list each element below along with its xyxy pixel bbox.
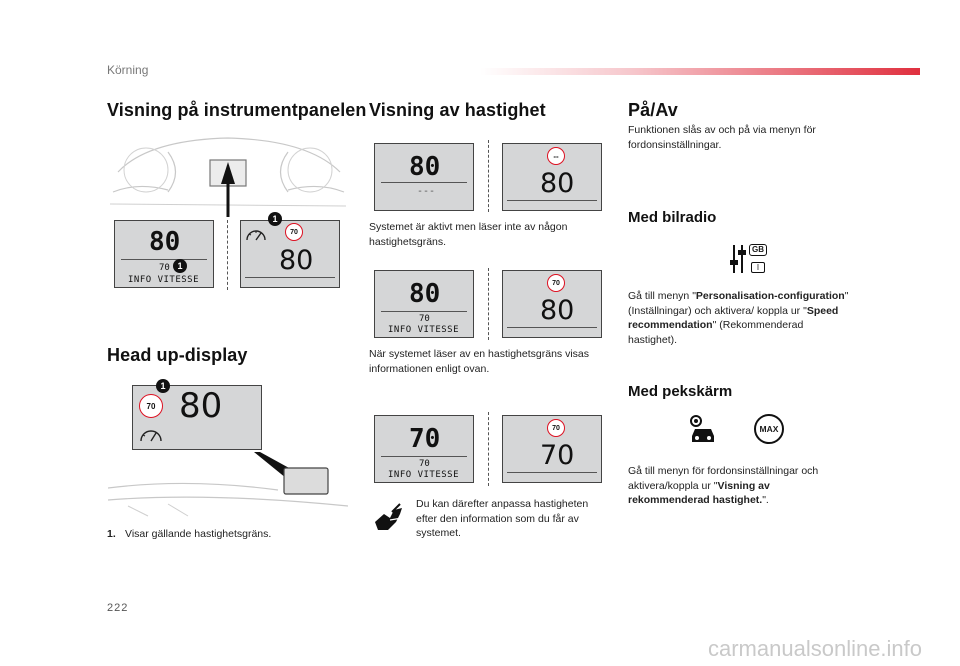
radio-instructions: Gå till menyn "Personalisation-configura… (628, 289, 853, 347)
heading-on-off: På/Av (628, 100, 678, 120)
cluster-divider (381, 311, 467, 312)
display-right-row1: -- 80 (502, 143, 602, 211)
divider-dashed (488, 268, 489, 340)
speed-limit-sign: 70 (547, 274, 565, 292)
radio-text-part: " (Inställningar) och aktivera/ koppla u… (628, 290, 849, 317)
display-right-row2: 70 80 (502, 270, 602, 338)
cluster-info-label: INFO VITESSE (388, 470, 460, 480)
callout-bullet: 1 (156, 379, 170, 393)
header-accent-bar (480, 68, 920, 75)
section-header: Körning (107, 63, 149, 77)
cluster-display-left: 80 70 INFO VITESSE 1 (114, 220, 214, 288)
hand-steering-icon (375, 503, 403, 530)
row3-description: Du kan därefter anpassa hastigheten efte… (416, 498, 589, 539)
current-speed-value: 70 (540, 440, 575, 471)
footnote-text: Visar gällande hastighetsgräns. (125, 528, 272, 540)
cluster-divider (507, 472, 597, 473)
cluster-speed-value: 80 (409, 279, 441, 309)
dashboard-illustration (109, 137, 347, 217)
touch-text-part: Gå till menyn för fordonsinställningar o… (628, 465, 819, 492)
row1-description: Systemet är aktivt men läser inte av någ… (369, 221, 568, 248)
head-up-display-illustration (108, 452, 349, 517)
speedometer-icon (246, 230, 266, 241)
display-left-row3: 70 70 INFO VITESSE (374, 415, 474, 483)
heading-touchscreen: Med pekskärm (628, 383, 733, 400)
head-up-display-screen: 70 80 (132, 385, 262, 450)
current-speed-value: 80 (540, 295, 575, 326)
display-left-row1: 80 --- (374, 143, 474, 211)
cluster-info-label: INFO VITESSE (128, 275, 200, 285)
cluster-speed-value: 80 (149, 227, 181, 257)
speed-limit-sign: 70 (285, 223, 303, 241)
watermark: carmanualsonline.info (708, 636, 923, 661)
cluster-speed-value: 80 (409, 152, 441, 182)
callout-bullet: 1 (173, 259, 187, 273)
heading-radio: Med bilradio (628, 209, 717, 226)
cluster-divider (507, 327, 597, 328)
display-right-row3: 70 70 (502, 415, 602, 483)
speedometer-icon (140, 430, 162, 442)
menu-name-speed-recommendation: Speed recommendation (628, 304, 839, 332)
menu-name-personalisation: Personalisation-configuration (695, 290, 845, 302)
page-number: 222 (107, 602, 129, 614)
divider-dashed (227, 220, 228, 290)
speed-limit-sign: 70 (139, 394, 163, 418)
cluster-dashes: --- (417, 186, 436, 197)
current-speed-value: 80 (540, 168, 575, 199)
speed-limit-sign: -- (547, 147, 565, 165)
cluster-divider (381, 456, 467, 457)
row2-description: När systemet läser av en hastighetsgräns… (369, 348, 590, 375)
language-badge: GB (749, 244, 767, 256)
radio-text-part: Gå till menyn " (628, 290, 696, 302)
cluster-divider (381, 182, 467, 183)
cluster-limit-value: 70 (159, 263, 170, 273)
divider-dashed (488, 140, 489, 212)
current-speed-value: 80 (279, 245, 314, 276)
on-off-intro: Funktionen slås av och på via menyn för … (628, 124, 816, 151)
cluster-speed-value: 70 (409, 424, 441, 454)
hud-speed-value: 80 (179, 386, 223, 426)
callout-bullet: 1 (268, 212, 282, 226)
cluster-info-label: INFO VITESSE (388, 325, 460, 335)
heading-head-up-display: Head up-display (107, 345, 248, 365)
cluster-limit-value: 70 (419, 459, 430, 469)
menu-name-recommended-speed: Visning av rekommenderad hastighet. (628, 479, 770, 507)
units-badge: I (751, 262, 765, 273)
cluster-divider (121, 259, 207, 260)
touch-text-part: ". (762, 494, 769, 506)
radio-text-part: " (Rekommenderad hastighet). (628, 319, 804, 346)
speed-limit-sign: 70 (547, 419, 565, 437)
heading-instrument-panel: Visning på instrumentpanelen (107, 100, 367, 120)
touchscreen-instructions: Gå till menyn för fordonsinställningar o… (628, 464, 828, 508)
car-settings-icon (690, 415, 714, 442)
cluster-limit-value: 70 (419, 314, 430, 324)
cluster-divider (245, 277, 335, 278)
footnote-number: 1. (107, 528, 116, 540)
display-left-row2: 80 70 INFO VITESSE (374, 270, 474, 338)
cluster-divider (507, 200, 597, 201)
settings-sliders-icon: GB I (728, 242, 770, 276)
divider-dashed (488, 412, 489, 486)
max-speed-icon: MAX (754, 414, 784, 444)
cluster-display-right: 70 80 (240, 220, 340, 288)
heading-speed-display: Visning av hastighet (369, 100, 546, 120)
